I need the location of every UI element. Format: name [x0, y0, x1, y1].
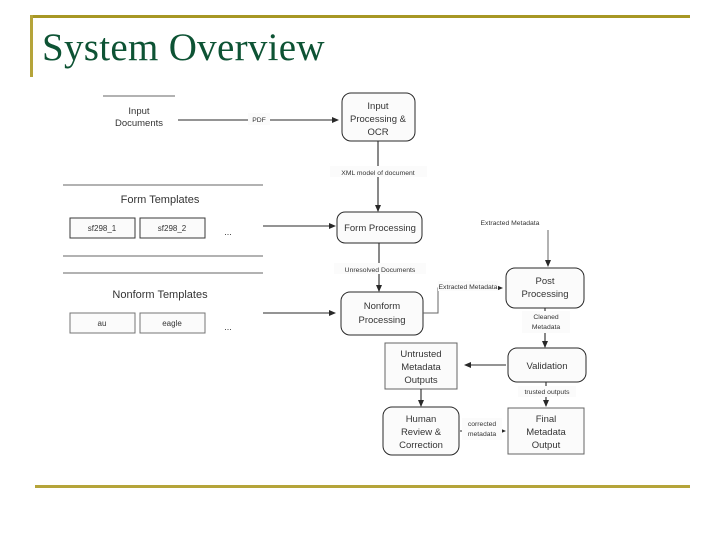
edge-form-to-nonform: Unresolved Documents	[334, 243, 426, 292]
nonform-processing-label-line1: Nonform	[364, 301, 401, 312]
edge-label-unresolved-documents: Unresolved Documents	[345, 267, 416, 274]
human-label-line2: Review &	[401, 427, 442, 438]
untrusted-label-line1: Untrusted	[400, 349, 441, 360]
node-validation: Validation	[507, 347, 587, 383]
nonform-processing-label-line2: Processing	[359, 315, 406, 326]
human-label-line3: Correction	[399, 440, 443, 451]
chip-eagle	[139, 312, 206, 334]
chip-sf298-2-label: sf298_2	[158, 224, 187, 233]
final-label-line3: Output	[532, 440, 561, 451]
node-input-processing-ocr: Input Processing & OCR	[341, 92, 416, 142]
node-form-processing: Form Processing	[336, 211, 423, 244]
chip-au	[69, 312, 136, 334]
untrusted-label-line2: Metadata	[401, 362, 441, 373]
edge-label-cleaned-metadata-line2: Metadata	[532, 324, 561, 331]
input-documents-label-line2: Documents	[115, 118, 163, 129]
edge-label-xml-model: XML model of document	[341, 170, 415, 177]
edge-human-to-final: corrected metadata	[460, 418, 506, 440]
chip-eagle-label: eagle	[162, 319, 182, 328]
chip-form-ellipsis: ...	[224, 227, 232, 237]
chip-sf298-1-label: sf298_1	[88, 224, 117, 233]
edge-nonform-to-post: Extracted Metadata	[423, 281, 503, 314]
human-label-line1: Human	[406, 414, 437, 425]
edge-label-extracted-metadata-form: Extracted Metadata	[481, 220, 540, 227]
final-label-line1: Final	[536, 414, 557, 425]
edge-post-to-validation: Cleaned Metadata	[522, 308, 570, 348]
left-accent-rule	[30, 15, 33, 77]
chip-au-label: au	[98, 319, 107, 328]
nonform-templates-label: Nonform Templates	[112, 289, 208, 301]
group-nonform-templates: Nonform Templates au eagle ...	[63, 272, 263, 334]
final-label-line2: Metadata	[526, 427, 566, 438]
edge-label-pdf: PDF	[252, 117, 266, 124]
edge-label-corrected-line2: metadata	[468, 431, 497, 438]
edge-validation-to-final: trusted outputs	[518, 382, 576, 407]
chip-sf298-2	[139, 217, 206, 239]
node-post-processing: Post Processing	[505, 267, 585, 309]
group-input-documents: Input Documents	[115, 106, 163, 129]
node-nonform-processing: Nonform Processing	[340, 291, 424, 336]
chip-nonform-ellipsis: ...	[224, 322, 232, 332]
top-accent-rule	[30, 15, 690, 18]
group-form-templates: Form Templates sf298_1 sf298_2 ...	[63, 184, 263, 257]
form-processing-label: Form Processing	[344, 223, 416, 234]
edge-label-corrected-line1: corrected	[468, 421, 497, 428]
input-documents-label-line1: Input	[128, 106, 149, 117]
edge-form-to-post: Extracted Metadata	[481, 220, 551, 267]
untrusted-label-line3: Outputs	[404, 375, 438, 386]
page-title: System Overview	[42, 26, 325, 69]
edge-label-extracted-metadata-nonform: Extracted Metadata	[439, 284, 498, 291]
edge-label-trusted-outputs: trusted outputs	[525, 389, 571, 396]
ocr-label-line3: OCR	[367, 127, 388, 138]
node-human-review-correction: Human Review & Correction	[382, 406, 460, 456]
edge-label-cleaned-metadata-line1: Cleaned	[533, 314, 559, 321]
post-processing-label-line2: Processing	[522, 289, 569, 300]
ocr-label-line1: Input	[367, 101, 388, 112]
post-processing-label-line1: Post	[535, 276, 554, 287]
edge-ocr-to-form: XML model of document	[330, 141, 427, 212]
bottom-accent-rule	[35, 485, 690, 488]
edge-docs-to-ocr: PDF	[178, 113, 339, 125]
chip-sf298-1	[69, 217, 136, 239]
node-untrusted-metadata-outputs: Untrusted Metadata Outputs	[384, 342, 458, 390]
node-final-metadata-output: Final Metadata Output	[507, 407, 585, 455]
ocr-label-line2: Processing &	[350, 114, 407, 125]
validation-label: Validation	[526, 361, 567, 372]
form-templates-label: Form Templates	[121, 194, 200, 206]
